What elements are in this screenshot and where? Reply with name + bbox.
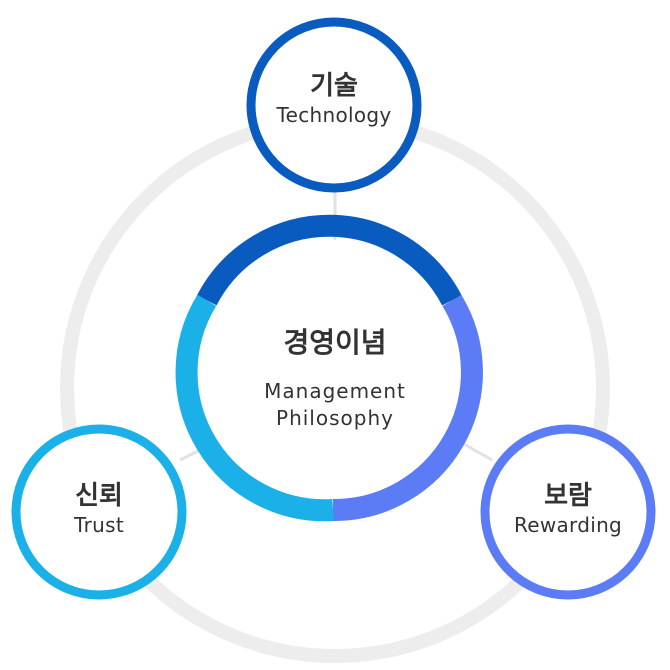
node-technology-ko: 기술 <box>310 71 358 101</box>
center-ring <box>175 214 483 522</box>
node-trust-en: Trust <box>74 513 124 537</box>
node-technology-circle <box>246 17 422 193</box>
center-title-en-line2: Philosophy <box>276 406 394 430</box>
node-trust-circle <box>11 424 187 600</box>
connector-rewarding <box>461 441 493 462</box>
node-rewarding-circle <box>480 424 656 600</box>
center-ring-rewarding-arc <box>332 294 483 522</box>
center-title-en-line1: Management <box>264 379 406 403</box>
node-trust-ko: 신뢰 <box>75 481 123 511</box>
node-rewarding-en: Rewarding <box>513 513 623 537</box>
node-rewarding-ko: 보람 <box>544 481 592 511</box>
center-ring-trust-arc <box>175 294 334 522</box>
node-technology-en: Technology <box>276 103 392 127</box>
node-technology-label: 기술 Technology <box>254 70 414 128</box>
center-title-ko: 경영이념 <box>283 326 387 359</box>
center-label: 경영이념 Management Philosophy <box>185 326 485 431</box>
node-rewarding-label: 보람 Rewarding <box>488 480 648 538</box>
center-ring-technology-arc <box>197 214 462 306</box>
node-trust-label: 신뢰 Trust <box>19 480 179 538</box>
